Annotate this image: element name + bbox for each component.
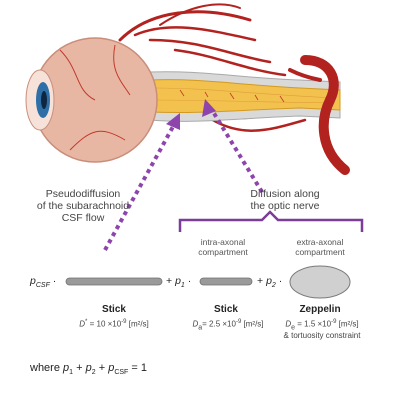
zeppelin-param: De = 1.5 ×10-9 [m²/s]: [285, 319, 359, 332]
constraint-equation: where p1 + p2 + pCSF = 1: [30, 362, 147, 377]
large-artery: [300, 55, 350, 175]
stick-csf-param: D* = 10 ×10-9 [m²/s]: [79, 319, 149, 329]
p2-term: + p2 ·: [257, 275, 283, 290]
nerve-arrowhead: [202, 99, 216, 117]
stick-intra-shape: [199, 277, 253, 286]
compartment-bracket: [178, 210, 364, 232]
csf-arrow-line: [103, 122, 177, 251]
diffusion-label: Diffusion along the optic nerve: [250, 188, 320, 213]
stick-csf-title: Stick: [102, 304, 126, 315]
dotted-arrows: [103, 99, 264, 251]
p-csf-term: pCSF ·: [30, 275, 57, 290]
intra-axonal-label: intra-axonal compartment: [198, 237, 248, 257]
csf-arrowhead: [166, 113, 180, 130]
stick-csf-shape: [65, 277, 163, 286]
stick-intra-param: Da= 2.5 ×10-9 [m²/s]: [192, 319, 264, 332]
nerve-arrow-line: [210, 108, 264, 194]
extra-axonal-label: extra-axonal compartment: [295, 237, 345, 257]
zeppelin-title: Zeppelin: [299, 304, 341, 315]
optic-nerve: [149, 71, 341, 122]
p1-term: + p1 ·: [166, 275, 192, 290]
pseudodiffusion-label: Pseudodiffusion of the subarachnoid CSF …: [36, 188, 130, 225]
zeppelin-shape: [289, 265, 351, 299]
eyeball: [25, 37, 158, 163]
tortuosity-note: & tortuosity constraint: [283, 331, 361, 340]
stick-intra-title: Stick: [214, 304, 238, 315]
